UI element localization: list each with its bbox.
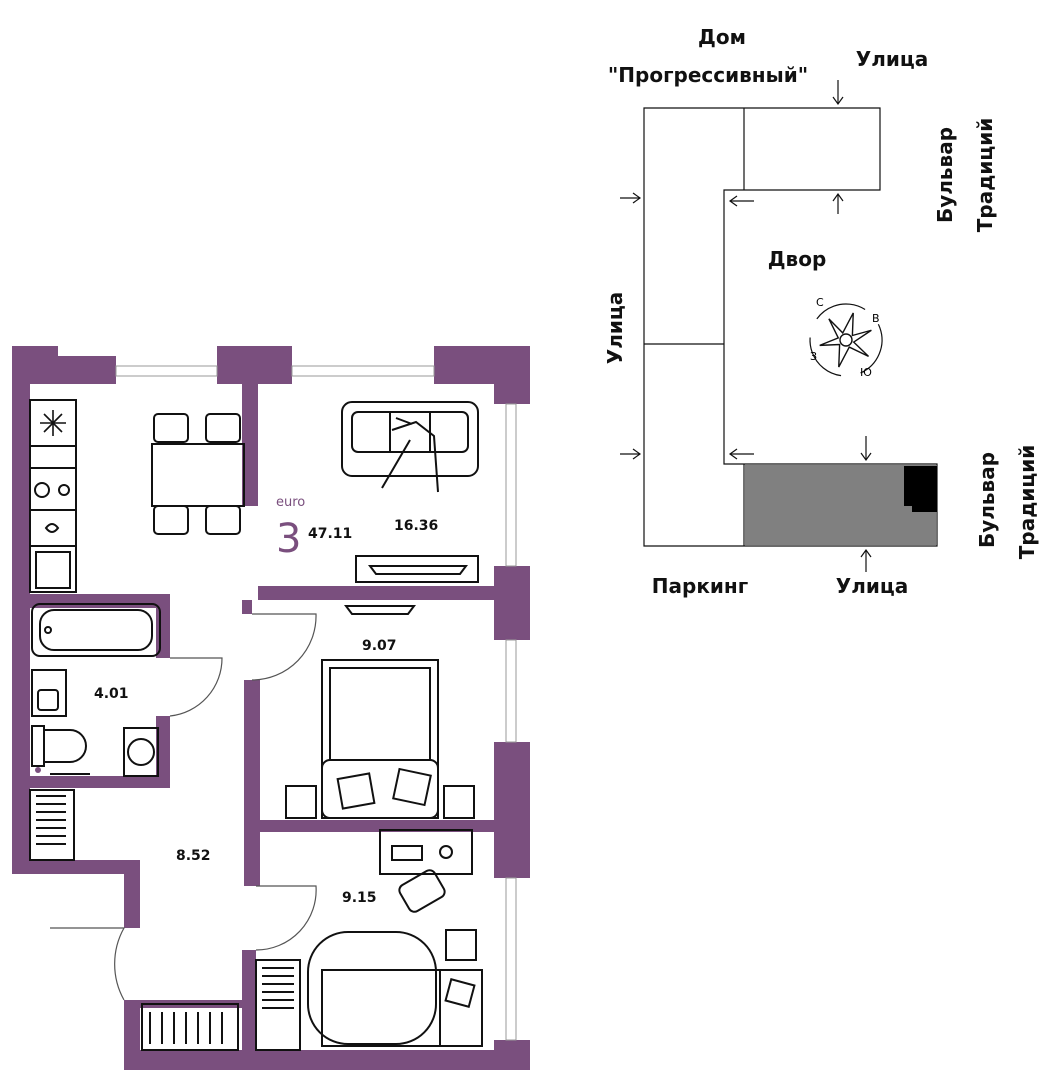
door-entrance bbox=[50, 927, 126, 1001]
compass-icon: С В Ю З bbox=[809, 296, 883, 379]
washing-machine-icon bbox=[123, 727, 159, 777]
windows bbox=[115, 365, 517, 1041]
wall-segment bbox=[217, 346, 292, 384]
plan-type-label: euro bbox=[276, 495, 305, 510]
wall-segment bbox=[242, 950, 256, 1050]
arrow-icon bbox=[860, 436, 872, 462]
wall-segment bbox=[30, 776, 170, 788]
street-left-label: Улица bbox=[603, 292, 627, 364]
kitchen-counter bbox=[29, 399, 77, 593]
arrow-icon bbox=[860, 548, 872, 572]
wall-segment bbox=[124, 1050, 530, 1070]
room-area-hallway: 8.52 bbox=[176, 848, 211, 864]
house-title-line-2: "Прогрессивный" bbox=[608, 63, 808, 87]
parking-entrance bbox=[904, 466, 937, 512]
boulevard-bottom-line-1: Бульвар bbox=[975, 452, 999, 548]
wall-segment bbox=[156, 716, 170, 788]
boulevard-top-line-1: Бульвар bbox=[933, 127, 957, 223]
bed-icon bbox=[321, 659, 439, 819]
compass-west: З bbox=[810, 350, 817, 363]
walls bbox=[12, 346, 530, 1070]
nightstand bbox=[285, 785, 317, 819]
dining-table bbox=[151, 413, 245, 535]
arrow-icon bbox=[728, 195, 754, 207]
room-area-bathroom: 4.01 bbox=[94, 686, 129, 702]
wardrobe-3 bbox=[255, 959, 301, 1051]
armchair-icon bbox=[398, 869, 446, 913]
window bbox=[291, 365, 435, 377]
wall-segment bbox=[12, 346, 30, 874]
wall-segment bbox=[30, 594, 170, 608]
total-area: 47.11 bbox=[308, 526, 352, 542]
courtyard-label: Двор bbox=[768, 247, 827, 271]
arrow-icon bbox=[728, 448, 754, 460]
kitchen-unit bbox=[29, 399, 77, 593]
wall-segment bbox=[242, 384, 258, 506]
tv-icon bbox=[344, 605, 416, 615]
wall-segment bbox=[242, 600, 252, 614]
building-outline bbox=[643, 107, 938, 547]
compass-south: Ю bbox=[860, 366, 872, 379]
street-bottom-label: Улица bbox=[836, 574, 908, 598]
wall-segment bbox=[124, 860, 140, 928]
window bbox=[505, 639, 517, 743]
window bbox=[505, 877, 517, 1041]
arrow-icon bbox=[832, 192, 844, 214]
entrance-arrows bbox=[620, 80, 872, 572]
window bbox=[505, 403, 517, 567]
wardrobe-2 bbox=[141, 1003, 239, 1051]
parking-label: Паркинг bbox=[652, 574, 748, 598]
arrow-icon bbox=[620, 448, 642, 460]
street-top-label: Улица bbox=[856, 47, 928, 71]
drain-icon bbox=[35, 767, 41, 773]
arrow-icon bbox=[620, 192, 642, 204]
compass-east: В bbox=[872, 312, 880, 325]
stove-icon bbox=[34, 482, 70, 498]
wall-segment bbox=[258, 586, 498, 600]
door-bathroom bbox=[169, 657, 223, 717]
room-area-bedroom-1: 9.07 bbox=[362, 638, 397, 654]
wall-segment bbox=[244, 680, 260, 886]
washbasin-icon bbox=[31, 669, 67, 717]
boulevard-bottom-line-2: Традиций bbox=[1015, 445, 1039, 559]
dishwasher-icon bbox=[35, 551, 71, 589]
boulevard-top-line-2: Традиций bbox=[973, 118, 997, 232]
wall-segment bbox=[494, 830, 530, 878]
door-bedroom-2 bbox=[255, 885, 317, 951]
snowflake-icon bbox=[40, 410, 66, 436]
tv-icon bbox=[355, 555, 479, 583]
wall-segment bbox=[156, 594, 170, 658]
wall-segment bbox=[494, 566, 530, 640]
door-bedroom-1 bbox=[251, 613, 317, 681]
compass-north: С bbox=[816, 296, 824, 309]
sofa-icon bbox=[341, 401, 479, 493]
wall-segment bbox=[58, 356, 116, 384]
sink-icon bbox=[44, 523, 60, 533]
house-title-line-1: Дом bbox=[698, 25, 746, 49]
desk-icon bbox=[379, 829, 473, 875]
wall-segment bbox=[12, 860, 138, 874]
room-area-bedroom-2: 9.15 bbox=[342, 890, 377, 906]
arrow-icon bbox=[832, 80, 844, 106]
site-plan: С В Ю З Дом "Прогрессивный" Улица Двор П… bbox=[603, 25, 1039, 598]
wardrobe bbox=[29, 789, 75, 861]
floor-plan: euro 3 47.11 16.36 9.07 4.01 8.52 9.15 bbox=[12, 346, 530, 1070]
wall-segment bbox=[494, 742, 530, 830]
nightstand bbox=[443, 785, 475, 819]
toilet-icon bbox=[31, 725, 87, 767]
window bbox=[115, 365, 218, 377]
room-area-living: 16.36 bbox=[394, 518, 438, 534]
rooms-count: 3 bbox=[276, 516, 301, 562]
doors bbox=[50, 613, 317, 1001]
nightstand bbox=[445, 929, 477, 961]
wall-segment bbox=[494, 346, 530, 404]
bed-icon bbox=[307, 931, 483, 1047]
bathtub-icon bbox=[31, 603, 161, 657]
